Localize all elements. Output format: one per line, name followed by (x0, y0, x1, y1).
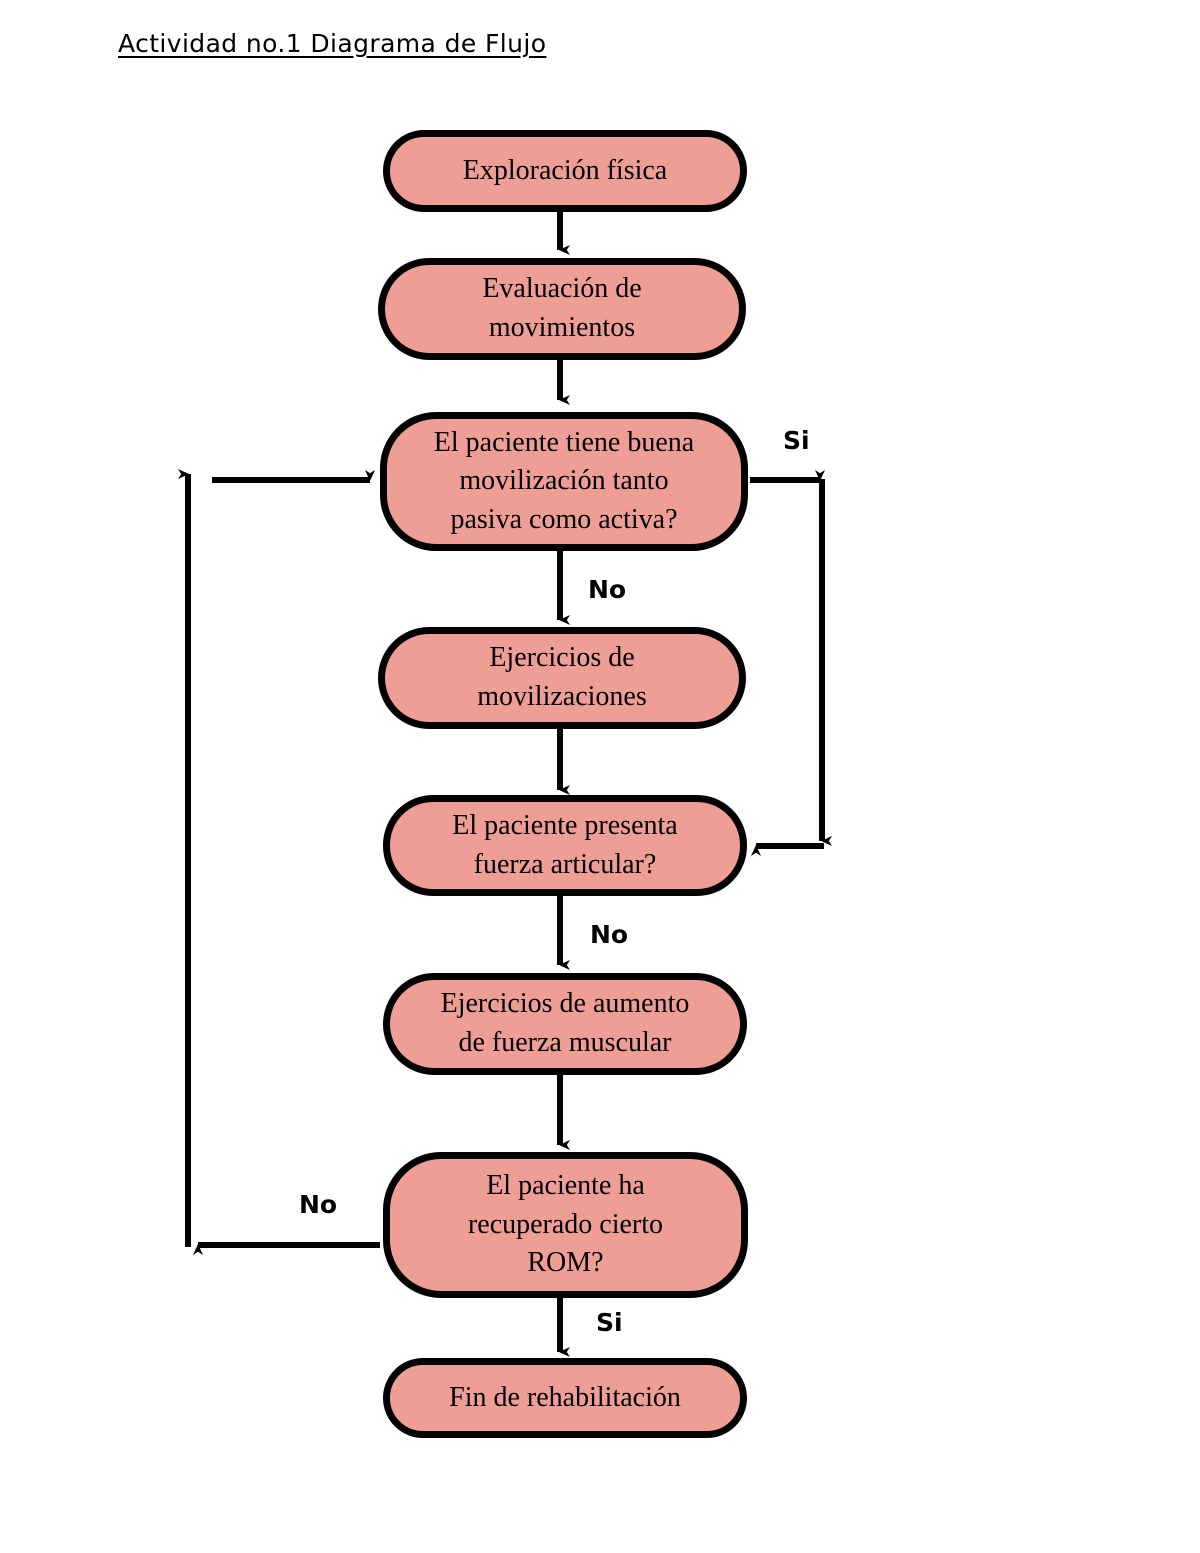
node-fin-rehabilitacion[interactable]: Fin de rehabilitación (383, 1358, 747, 1438)
node-label: Ejercicios de aumento de fuerza muscular (440, 988, 690, 1058)
branch-label-si-decision1: Si (783, 426, 810, 455)
node-ejercicios-movilizaciones[interactable]: Ejercicios de movilizaciones (378, 627, 746, 729)
branch-label-no-decision1: No (588, 575, 627, 604)
node-label: El paciente presenta fuerza articular? (452, 809, 678, 880)
node-label: El paciente ha recuperado cierto ROM? (467, 1170, 664, 1279)
page-title: Actividad no.1 Diagrama de Flujo (118, 29, 547, 58)
node-evaluacion-movimientos[interactable]: Evaluación de movimientos (378, 258, 746, 360)
node-label: Exploración física (462, 154, 668, 186)
node-decision-movilizacion[interactable]: El paciente tiene buena movilización tan… (380, 412, 748, 551)
node-label: El paciente tiene buena movilización tan… (433, 426, 695, 535)
node-label: Evaluación de movimientos (482, 273, 642, 343)
node-ejercicios-fuerza-muscular[interactable]: Ejercicios de aumento de fuerza muscular (383, 973, 747, 1075)
node-decision-rom[interactable]: El paciente ha recuperado cierto ROM? (383, 1152, 748, 1298)
node-label: Ejercicios de movilizaciones (477, 642, 647, 712)
node-label: Fin de rehabilitación (449, 1381, 681, 1413)
branch-label-si-decision3: Si (596, 1308, 623, 1337)
node-decision-fuerza-articular[interactable]: El paciente presenta fuerza articular? (383, 795, 747, 896)
node-exploracion-fisica[interactable]: Exploración física (383, 130, 747, 212)
branch-label-no-decision3: No (299, 1190, 338, 1219)
branch-label-no-decision2: No (590, 920, 629, 949)
